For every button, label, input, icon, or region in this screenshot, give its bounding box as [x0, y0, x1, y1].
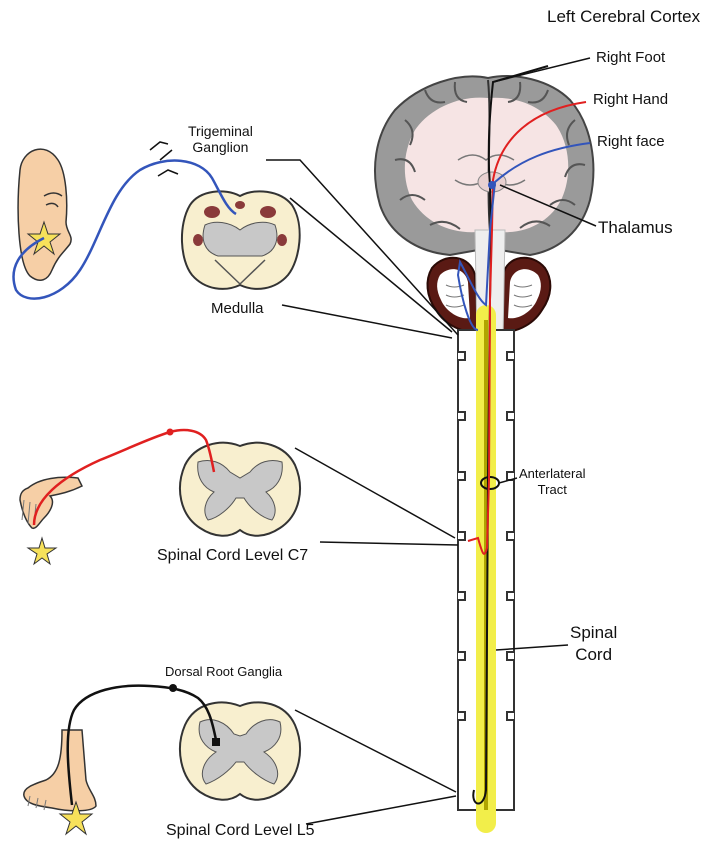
- right-foot-pointer: [493, 58, 590, 82]
- trigeminal-ganglion-branches: [150, 142, 178, 176]
- foot-outline: [24, 730, 96, 811]
- right-hand-label: Right Hand: [593, 92, 668, 107]
- left-cerebral-cortex-label: Left Cerebral Cortex: [547, 8, 700, 25]
- l5-leader-top: [295, 710, 456, 792]
- medulla-label: Medulla: [211, 301, 264, 316]
- c7-leader-top: [295, 448, 455, 538]
- hand-outline: [20, 477, 82, 528]
- trigeminal-ganglion-label: Trigeminal Ganglion: [188, 123, 253, 155]
- spinal-cord-label: Spinal Cord: [570, 622, 617, 666]
- spinal-cord-line2: Cord: [570, 644, 617, 666]
- right-foot-label: Right Foot: [596, 50, 665, 65]
- foot-illustration: [24, 730, 96, 834]
- brain: [375, 76, 593, 255]
- anterolateral-tract-label: Anterlateral Tract: [519, 466, 585, 499]
- medulla-cross-section: [182, 191, 300, 288]
- thalamus-label: Thalamus: [598, 219, 673, 236]
- trigeminal-ganglion-line1: Trigeminal: [188, 123, 253, 139]
- thalamus-synapse-dot: [488, 181, 496, 189]
- anterolateral-tract-line1: Anterlateral: [519, 466, 585, 482]
- spinal-cord-line1: Spinal: [570, 622, 617, 644]
- spinal-cord-level-c7-label: Spinal Cord Level C7: [157, 548, 308, 564]
- right-face-label: Right face: [597, 134, 665, 149]
- l5-leader: [306, 796, 456, 824]
- hand-dorsal-root-ganglion: [167, 429, 174, 436]
- anterolateral-tract-line2: Tract: [519, 482, 585, 498]
- l5-cross-section: [180, 702, 300, 799]
- dorsal-root-ganglion-dot: [169, 684, 177, 692]
- spinal-cord-level-l5-label: Spinal Cord Level L5: [166, 823, 315, 839]
- face-illustration: [18, 149, 71, 280]
- trigeminal-ganglion-line2: Ganglion: [188, 139, 253, 155]
- hand-pain-star: [28, 538, 56, 564]
- c7-leader: [320, 542, 458, 545]
- dorsal-root-ganglia-label: Dorsal Root Ganglia: [165, 665, 282, 678]
- face-outline: [18, 149, 71, 280]
- c7-cross-section: [180, 443, 300, 536]
- brain-white-matter: [405, 98, 568, 233]
